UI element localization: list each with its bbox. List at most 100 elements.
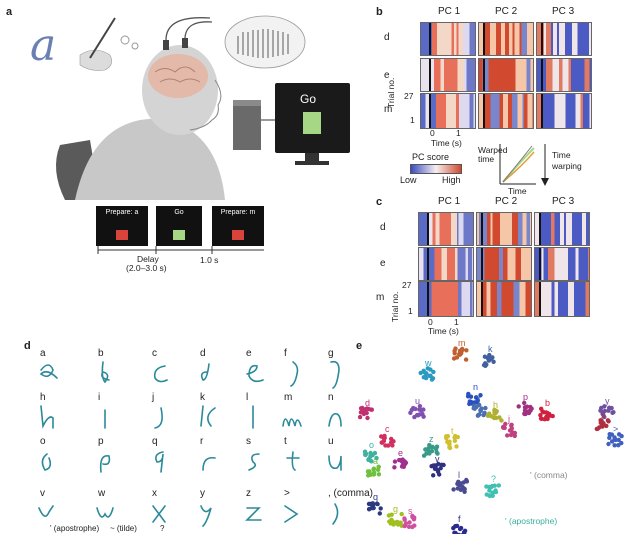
letter-trajectory-23 xyxy=(96,507,114,518)
letter-label-17: q xyxy=(152,436,158,447)
cluster-label-4: n xyxy=(473,382,478,392)
handwritten-a-glyph: a xyxy=(30,20,57,71)
pc-score-colorbar xyxy=(410,164,462,174)
b-heatmap-row2-pc1 xyxy=(420,58,476,92)
cluster-point xyxy=(445,439,450,445)
pc-score-legend-high: High xyxy=(442,175,461,185)
letter-label-21: u xyxy=(328,436,334,447)
cluster-14: o xyxy=(362,440,379,464)
b-pc2-title: PC 2 xyxy=(495,6,518,17)
pc-score-legend-title: PC score xyxy=(412,152,450,162)
cluster-point xyxy=(475,413,481,418)
cluster-point xyxy=(452,435,457,440)
letter-label-29: ' (apostrophe) xyxy=(50,524,100,533)
letter-label-4: d xyxy=(200,348,206,359)
delay-range: (2.0–3.0 s) xyxy=(126,263,167,273)
cluster-point xyxy=(451,525,456,531)
letter-label-14: n xyxy=(328,392,334,403)
cluster-point xyxy=(430,444,435,450)
cue-prepare-a: Prepare: a xyxy=(96,206,148,246)
cluster-22: s xyxy=(402,506,417,530)
c-onset-line xyxy=(539,248,541,280)
cluster-26: > xyxy=(606,424,624,448)
letter-label-26: z xyxy=(246,488,251,499)
cluster-point xyxy=(522,405,528,410)
e-comma-label: ' (comma) xyxy=(530,470,568,480)
letter-trajectory-10 xyxy=(154,407,163,429)
letter-trajectory-21 xyxy=(328,455,342,471)
c-row-d: d xyxy=(380,222,386,233)
cue-prepare-m-text: Prepare: m xyxy=(220,209,256,216)
cluster-point xyxy=(421,453,427,458)
letter-label-16: p xyxy=(98,436,104,447)
delay-label: Delay xyxy=(137,254,159,264)
cluster-point xyxy=(482,354,488,359)
cluster-6: b xyxy=(538,398,555,422)
cluster-point xyxy=(444,434,449,439)
cluster-point xyxy=(602,408,607,414)
c-pc1-title: PC 1 xyxy=(438,196,461,207)
c-trial-axis-label: Trial no. xyxy=(390,291,400,322)
cluster-point xyxy=(539,416,544,421)
cluster-point xyxy=(460,347,465,353)
cluster-point xyxy=(528,408,533,413)
cluster-point xyxy=(379,440,384,445)
letter-label-31: ? xyxy=(160,524,165,533)
cue-go-text: Go xyxy=(174,209,184,216)
cluster-point xyxy=(370,501,375,506)
cluster-point xyxy=(387,519,392,524)
letter-trajectory-27 xyxy=(284,505,299,523)
cluster-point xyxy=(609,439,615,444)
cluster-point xyxy=(616,437,621,443)
c-time-tick-1: 1 xyxy=(454,317,459,327)
cluster-point xyxy=(479,406,484,411)
cluster-point xyxy=(487,352,492,358)
cluster-point xyxy=(602,414,607,420)
letter-label-27: > xyxy=(284,488,290,499)
letter-trajectory-5 xyxy=(246,364,264,383)
cluster-point xyxy=(538,413,543,418)
letter-label-1: a xyxy=(40,348,46,359)
cluster-8: y xyxy=(598,396,616,420)
letter-label-11: k xyxy=(200,392,205,403)
cluster-point xyxy=(606,408,611,413)
cluster-point xyxy=(392,459,398,464)
cluster-point xyxy=(392,465,397,470)
panel-label-a: a xyxy=(6,6,13,18)
letter-label-3: c xyxy=(152,348,157,359)
cluster-9: x xyxy=(594,410,611,432)
cluster-point xyxy=(484,362,489,367)
c-onset-line xyxy=(539,213,541,245)
cluster-point xyxy=(426,449,431,454)
cluster-point xyxy=(481,412,486,418)
cluster-23: v xyxy=(429,454,446,478)
cluster-label-7: p xyxy=(523,392,528,402)
cluster-point xyxy=(490,483,495,489)
cluster-label-25: e xyxy=(398,448,403,458)
cluster-label-17: t xyxy=(451,426,454,436)
cluster-point xyxy=(456,479,461,484)
cluster-point xyxy=(391,522,396,527)
cluster-label-11: r xyxy=(478,394,481,404)
warp-arrow-label: Time warping xyxy=(552,150,582,171)
b-row-d: d xyxy=(384,32,390,43)
panel-label-c: c xyxy=(376,196,383,208)
c-heatmap-row1-pc3 xyxy=(534,212,590,246)
cue-prepare-a-square xyxy=(116,230,128,240)
monitor-go-text: Go xyxy=(300,92,317,106)
cluster-label-26: > xyxy=(613,424,618,434)
cluster-point xyxy=(462,528,468,533)
cluster-point xyxy=(428,373,433,378)
cluster-point xyxy=(431,369,436,375)
cluster-19: l xyxy=(451,470,470,494)
cluster-point xyxy=(406,524,412,529)
computer-tower-top xyxy=(233,100,261,106)
b-row-m: m xyxy=(384,104,393,115)
cluster-point xyxy=(421,414,426,419)
array-zoom-bubble xyxy=(224,15,306,69)
cluster-point xyxy=(382,435,387,441)
cluster-point xyxy=(487,488,492,493)
computer-tower xyxy=(233,105,261,150)
cluster-point xyxy=(423,447,428,452)
cluster-point xyxy=(438,466,443,471)
